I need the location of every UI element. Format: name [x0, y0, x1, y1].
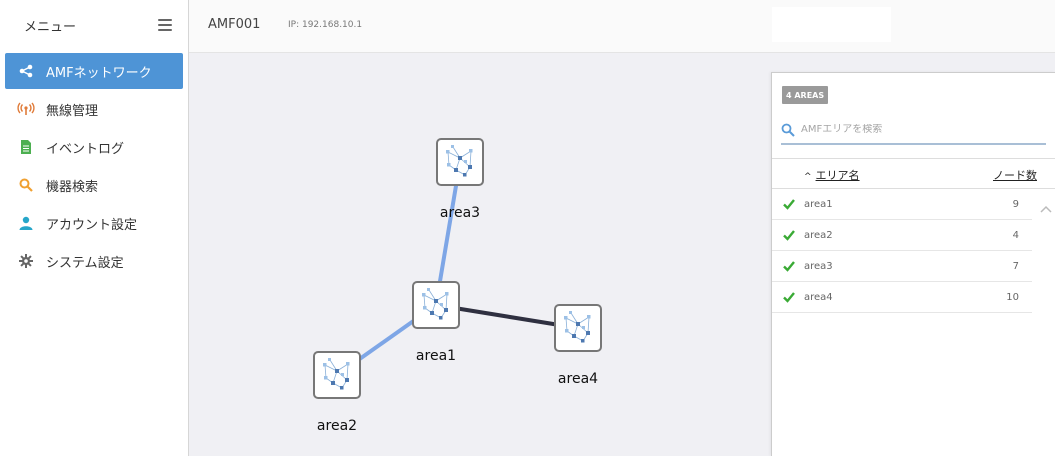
share-icon — [17, 62, 35, 80]
sidebar-item-label: イベントログ — [46, 141, 125, 157]
node-label-area3: area3 — [439, 205, 481, 221]
hamburger-menu-icon[interactable] — [158, 19, 172, 31]
areas-panel: 4 AREAS ^エリア名 ノード数 area19area24area37are… — [771, 72, 1055, 456]
area-name-cell: area2 — [804, 230, 833, 241]
table-row[interactable]: area2 4 — [772, 220, 1032, 251]
wireless-icon — [17, 100, 35, 118]
sidebar-item-wireless[interactable]: 無線管理 — [5, 91, 183, 127]
node-area2[interactable] — [313, 351, 361, 399]
sidebar: メニュー AMFネットワーク 無線管理 イベントログ 機器検索 — [0, 0, 189, 456]
area-name-cell: area4 — [804, 292, 833, 303]
scroll-up-chevron-icon[interactable] — [1040, 204, 1052, 214]
search-icon — [17, 176, 35, 194]
table-row[interactable]: area1 9 — [772, 189, 1032, 220]
node-count-cell: 4 — [1012, 230, 1019, 241]
ip-address: IP: 192.168.10.1 — [288, 20, 363, 30]
node-label-area2: area2 — [316, 418, 358, 434]
document-icon — [17, 138, 35, 156]
column-label: エリア名 — [815, 169, 860, 182]
node-area1[interactable] — [412, 281, 460, 329]
node-area4[interactable] — [554, 304, 602, 352]
sidebar-item-system-settings[interactable]: システム設定 — [5, 243, 183, 279]
topology-svg — [313, 138, 602, 399]
node-count-cell: 10 — [1006, 292, 1019, 303]
menu-header: メニュー — [0, 0, 188, 50]
node-label-area4: area4 — [557, 371, 599, 387]
sidebar-item-label: AMFネットワーク — [46, 65, 152, 81]
node-area3[interactable] — [436, 138, 484, 186]
menu-title: メニュー — [24, 19, 77, 35]
gear-icon — [17, 252, 35, 270]
area-table-body: area1 9 area2 4 area3 7 area4 10 — [772, 189, 1032, 313]
page-title: AMF001 — [208, 17, 261, 32]
sidebar-item-label: 機器検索 — [46, 179, 99, 195]
area-search-box[interactable] — [781, 116, 1046, 145]
search-icon — [781, 123, 795, 137]
table-header: ^エリア名 ノード数 — [772, 158, 1055, 189]
area-name-cell: area1 — [804, 199, 833, 210]
column-header-area-name[interactable]: ^エリア名 — [804, 167, 860, 183]
sidebar-item-device-search[interactable]: 機器検索 — [5, 167, 183, 203]
check-icon — [783, 199, 795, 210]
area-search-input[interactable] — [801, 124, 1031, 135]
table-row[interactable]: area4 10 — [772, 282, 1032, 313]
sort-caret-icon: ^ — [804, 172, 812, 182]
check-icon — [783, 230, 795, 241]
areas-count-badge: 4 AREAS — [782, 86, 829, 104]
sidebar-item-label: 無線管理 — [46, 103, 99, 119]
sidebar-item-label: アカウント設定 — [46, 217, 138, 233]
sidebar-item-event-log[interactable]: イベントログ — [5, 129, 183, 165]
node-count-cell: 7 — [1012, 261, 1019, 272]
top-bar: AMF001 IP: 192.168.10.1 — [189, 0, 1055, 53]
check-icon — [783, 261, 795, 272]
check-icon — [783, 292, 795, 303]
sidebar-item-account-settings[interactable]: アカウント設定 — [5, 205, 183, 241]
topbar-blank-area — [772, 7, 891, 42]
column-header-node-count[interactable]: ノード数 — [993, 169, 1037, 182]
area-name-cell: area3 — [804, 261, 833, 272]
sidebar-item-label: システム設定 — [46, 255, 124, 271]
user-icon — [17, 214, 35, 232]
node-label-area1: area1 — [415, 348, 457, 364]
node-count-cell: 9 — [1012, 199, 1019, 210]
sidebar-item-amf-network[interactable]: AMFネットワーク — [5, 53, 183, 89]
sidebar-nav: AMFネットワーク 無線管理 イベントログ 機器検索 アカウント設定 — [0, 53, 188, 279]
table-row[interactable]: area3 7 — [772, 251, 1032, 282]
